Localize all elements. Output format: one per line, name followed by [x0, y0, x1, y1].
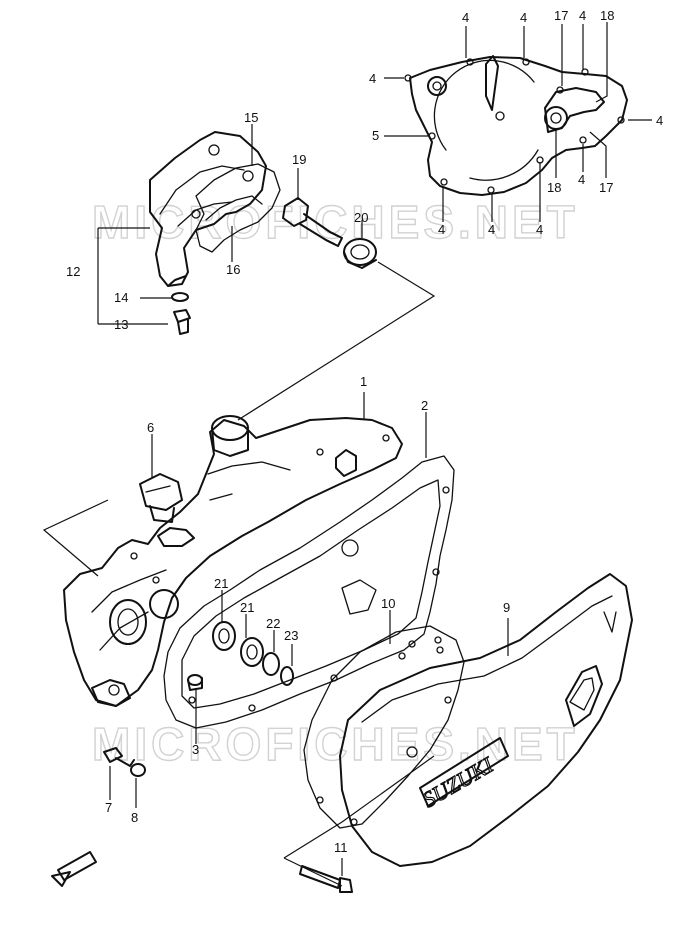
bolt-7	[103, 747, 135, 767]
callout-21-left: 21	[214, 576, 228, 591]
oil-seal	[343, 238, 377, 269]
callout-2: 2	[421, 398, 428, 413]
callout-6: 6	[147, 420, 154, 435]
pump-shaft	[282, 197, 343, 247]
callout-1: 1	[360, 374, 367, 389]
front-arrow-icon	[51, 851, 97, 887]
callout-18-top: 18	[600, 8, 614, 23]
leader-bolt-11	[283, 755, 435, 887]
watermark-bottom: MICROFICHES.NET	[92, 718, 579, 770]
callout-15: 15	[244, 110, 258, 125]
bearing-1	[212, 621, 236, 651]
callout-4-e: 4	[656, 113, 663, 128]
bolt-13	[173, 309, 191, 335]
water-pump-cover	[149, 131, 267, 287]
callout-19: 19	[292, 152, 306, 167]
leader-lines	[97, 22, 652, 876]
callout-22: 22	[266, 616, 280, 631]
callout-18-bottom: 18	[547, 180, 561, 195]
callout-4-f: 4	[438, 222, 445, 237]
callout-4-d: 4	[369, 71, 376, 86]
callout-21-right: 21	[240, 600, 254, 615]
washer-23	[280, 666, 294, 686]
crankcase-gasket	[163, 455, 455, 729]
watermark-top: MICROFICHES.NET	[92, 196, 579, 248]
bolt-11	[299, 865, 353, 893]
callout-17-top: 17	[554, 8, 568, 23]
callout-12: 12	[66, 264, 80, 279]
clutch-cover-outline	[404, 55, 628, 196]
bearing-2	[240, 637, 264, 667]
dowel-pin	[187, 674, 203, 691]
callout-16: 16	[226, 262, 240, 277]
oil-filler-cap	[139, 473, 195, 547]
callout-11: 11	[334, 840, 348, 855]
leader-seal-to-case	[237, 261, 436, 421]
leader-left	[42, 499, 109, 577]
washer	[171, 292, 189, 302]
callout-20: 20	[354, 210, 368, 225]
callout-17-bottom: 17	[599, 180, 613, 195]
callout-4-h: 4	[536, 222, 543, 237]
callout-13: 13	[114, 317, 128, 332]
callout-4-i: 4	[578, 172, 585, 187]
washer-8	[130, 763, 146, 777]
callout-labels: 1 2 3 5 6 7 8 9 10 11 12 13 14 15 16 17 …	[66, 8, 663, 855]
callout-10: 10	[381, 596, 395, 611]
callout-3: 3	[192, 742, 199, 757]
crankcase-cover	[63, 415, 403, 707]
callout-4-a: 4	[462, 10, 469, 25]
callout-7: 7	[105, 800, 112, 815]
pump-gasket	[195, 163, 281, 253]
circlip	[262, 652, 280, 676]
callout-9: 9	[503, 600, 510, 615]
callout-5: 5	[372, 128, 379, 143]
callout-14: 14	[114, 290, 128, 305]
callout-4-g: 4	[488, 222, 495, 237]
callout-8: 8	[131, 810, 138, 825]
callout-23: 23	[284, 628, 298, 643]
callout-4-b: 4	[520, 10, 527, 25]
callout-4-c: 4	[579, 8, 586, 23]
